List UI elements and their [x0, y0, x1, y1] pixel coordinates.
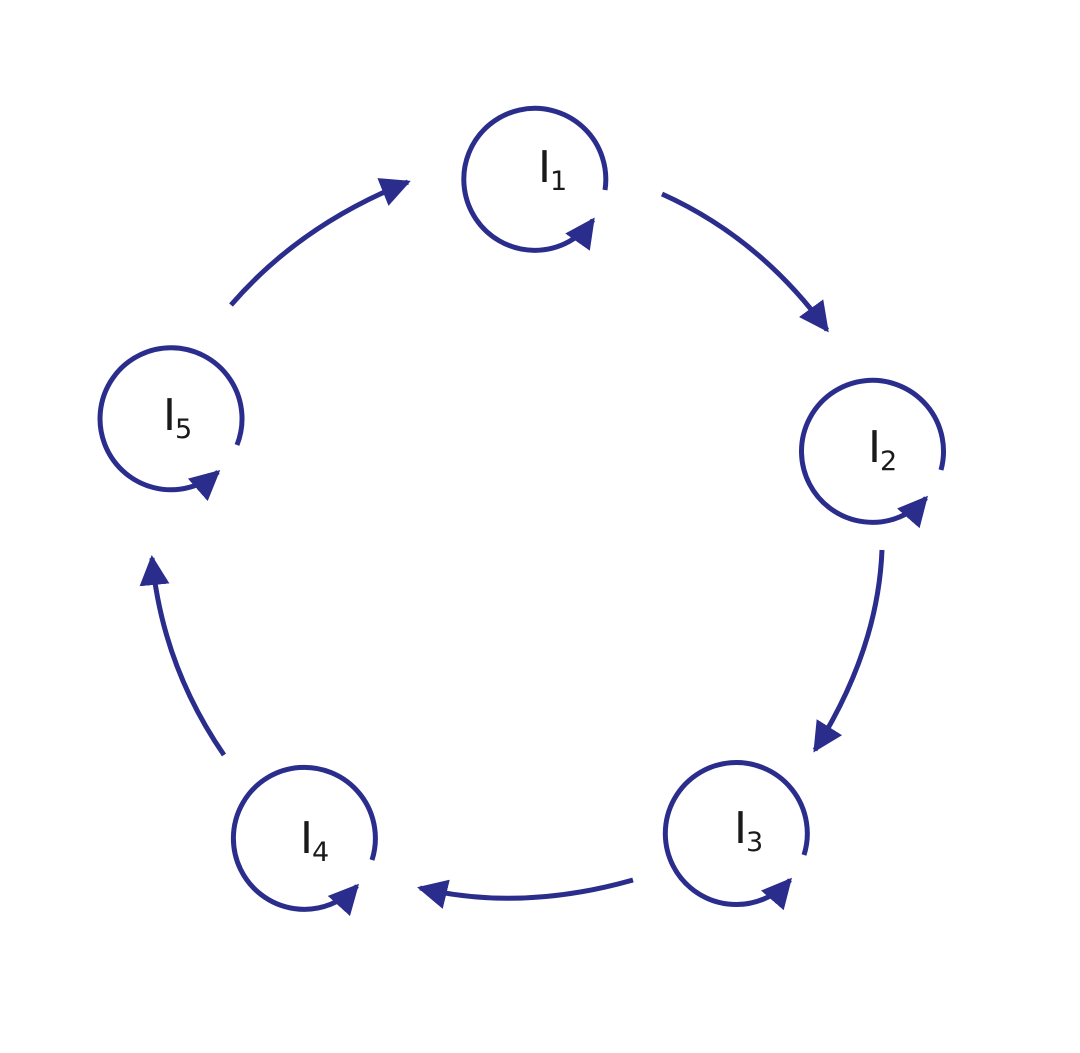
- self-loop-4: [230, 764, 378, 917]
- edge-3-to-4: [417, 877, 634, 909]
- node-3: I 3: [662, 760, 810, 911]
- self-loop-2: [799, 377, 946, 529]
- node-3-subscript: 3: [746, 827, 763, 858]
- node-3-letter: I: [734, 803, 747, 854]
- node-5: I 5: [97, 345, 245, 502]
- self-loop-5: [97, 345, 245, 502]
- node-5-subscript: 5: [175, 414, 192, 445]
- edge-5-to-1: [229, 178, 411, 307]
- node-5-letter: I: [163, 390, 176, 441]
- edge-2-to-3: [812, 549, 885, 753]
- edge-4-to-5: [139, 555, 227, 757]
- self-loop-3: [662, 760, 810, 911]
- node-2-subscript: 2: [880, 446, 897, 477]
- node-1: I 1: [461, 105, 609, 253]
- node-2: I 2: [799, 377, 946, 529]
- edges-group: [139, 178, 885, 909]
- node-1-subscript: 1: [550, 166, 567, 197]
- node-4: I 4: [230, 764, 378, 917]
- self-loop-1: [461, 105, 609, 253]
- node-4-letter: I: [300, 813, 313, 864]
- node-4-subscript: 4: [312, 837, 329, 868]
- node-2-letter: I: [868, 422, 881, 473]
- edge-1-to-2: [660, 191, 830, 333]
- node-1-letter: I: [538, 142, 551, 193]
